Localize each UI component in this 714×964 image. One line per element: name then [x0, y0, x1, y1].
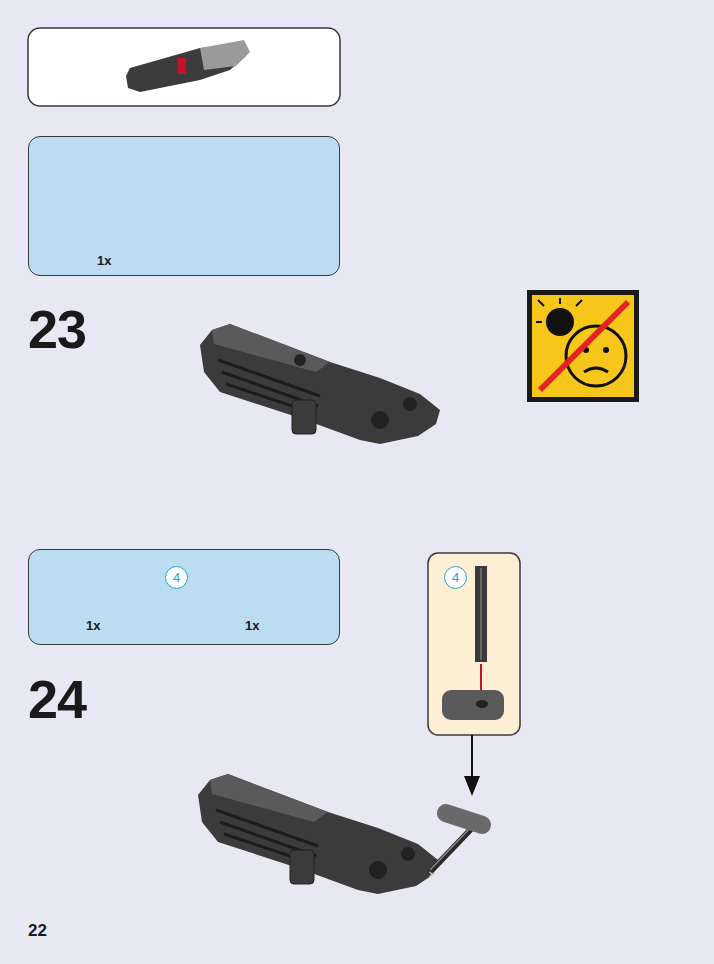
model-step-24: ✕ — [198, 774, 493, 894]
callout-box — [428, 553, 520, 735]
warning-icon — [527, 290, 639, 402]
step-number: 24 — [28, 672, 86, 726]
callout-arrow — [471, 735, 473, 780]
quantity: 1x — [86, 618, 100, 633]
submodel-box — [28, 28, 340, 106]
parts-list-box: 1x — [28, 136, 340, 276]
page-number: 22 — [28, 922, 47, 939]
quantity: 1x — [97, 253, 111, 268]
callout-number: 4 — [444, 566, 467, 589]
callout-number: 4 — [165, 566, 188, 589]
quantity: 1x — [245, 618, 259, 633]
step-number: 23 — [28, 302, 86, 356]
submodel-thumb — [126, 40, 250, 92]
callout-number-text: 4 — [173, 571, 180, 584]
callout-number-text: 4 — [452, 571, 459, 584]
model-step-23 — [200, 324, 440, 444]
svg-text:✕: ✕ — [428, 869, 436, 880]
parts-list-box: 1x 1x 4 — [28, 549, 340, 645]
callout-arrowhead — [464, 776, 480, 796]
callout-illustration — [442, 566, 504, 720]
